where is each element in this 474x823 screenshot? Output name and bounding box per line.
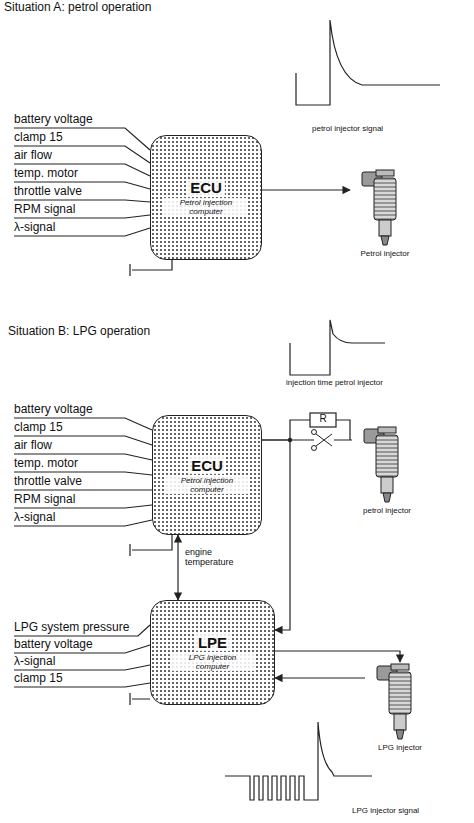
resistor-symbol (310, 413, 336, 427)
signal-name: λ-signal (14, 511, 55, 525)
input-wires (14, 128, 150, 236)
signal-name: RPM signal (14, 203, 75, 217)
edge-label: engine temperature (185, 547, 237, 568)
injector-drawing (360, 168, 410, 248)
signal-name: air flow (14, 439, 52, 453)
ground-wire-b (130, 535, 172, 556)
computer-box: ECU Petrol injection computer (152, 415, 262, 535)
section-heading: Situation A: petrol operation (4, 1, 151, 15)
computer-box: LPE LPG injection computer (150, 600, 275, 705)
box-subtitle: Petrol injection computer (165, 476, 249, 494)
box-title: ECU (188, 457, 226, 474)
input-wires-lpe (14, 625, 150, 687)
signal-name: clamp 15 (14, 131, 63, 145)
signal-name: RPM signal (14, 493, 75, 507)
signal-wire (275, 651, 400, 662)
box-subtitle: LPG injection computer (171, 653, 255, 671)
resistor-label: R (318, 413, 328, 425)
injector-caption: petrol injector (363, 506, 411, 515)
input-wires-b (14, 418, 152, 526)
signal-name: clamp 15 (14, 672, 63, 686)
box-title: ECU (187, 179, 225, 196)
signal-wire (275, 677, 365, 678)
ground-wire (130, 260, 172, 276)
petrol-waveform (296, 20, 440, 105)
injector-caption: LPG injector (378, 743, 422, 752)
signal-wire (177, 535, 178, 600)
signal-name: clamp 15 (14, 421, 63, 435)
signal-name: battery voltage (14, 113, 93, 127)
petrol-waveform-b (290, 320, 385, 375)
signal-name: LPG system pressure (14, 621, 129, 635)
injector-drawing (362, 425, 412, 505)
ground-wire-lpe (130, 693, 150, 705)
signal-name: air flow (14, 149, 52, 163)
section-heading: Situation B: LPG operation (8, 325, 150, 339)
signal-name: battery voltage (14, 638, 93, 652)
signal-caption: LPG injector signal (352, 806, 419, 815)
signal-name: throttle valve (14, 475, 82, 489)
signal-name: λ-signal (14, 655, 55, 669)
injector: petrol injector (352, 425, 422, 515)
scissors-symbol (312, 430, 335, 451)
injector: Petrol injector (350, 168, 420, 258)
signal-name: temp. motor (14, 457, 78, 471)
signal-name: λ-signal (14, 221, 55, 235)
box-title: LPE (195, 634, 230, 651)
injector-caption: Petrol injector (361, 249, 410, 258)
signal-name: temp. motor (14, 167, 78, 181)
signal-name: throttle valve (14, 185, 82, 199)
signal-name: battery voltage (14, 403, 93, 417)
lpg-waveform (225, 722, 372, 800)
injector-drawing (375, 662, 425, 742)
signal-caption: petrol injector signal (312, 124, 383, 133)
box-subtitle: Petrol injection computer (164, 198, 248, 216)
signal-wire (262, 189, 350, 190)
signal-caption: injection time petrol injector (286, 378, 383, 387)
computer-box: ECU Petrol injection computer (150, 135, 262, 260)
injector: LPG injector (365, 662, 435, 752)
